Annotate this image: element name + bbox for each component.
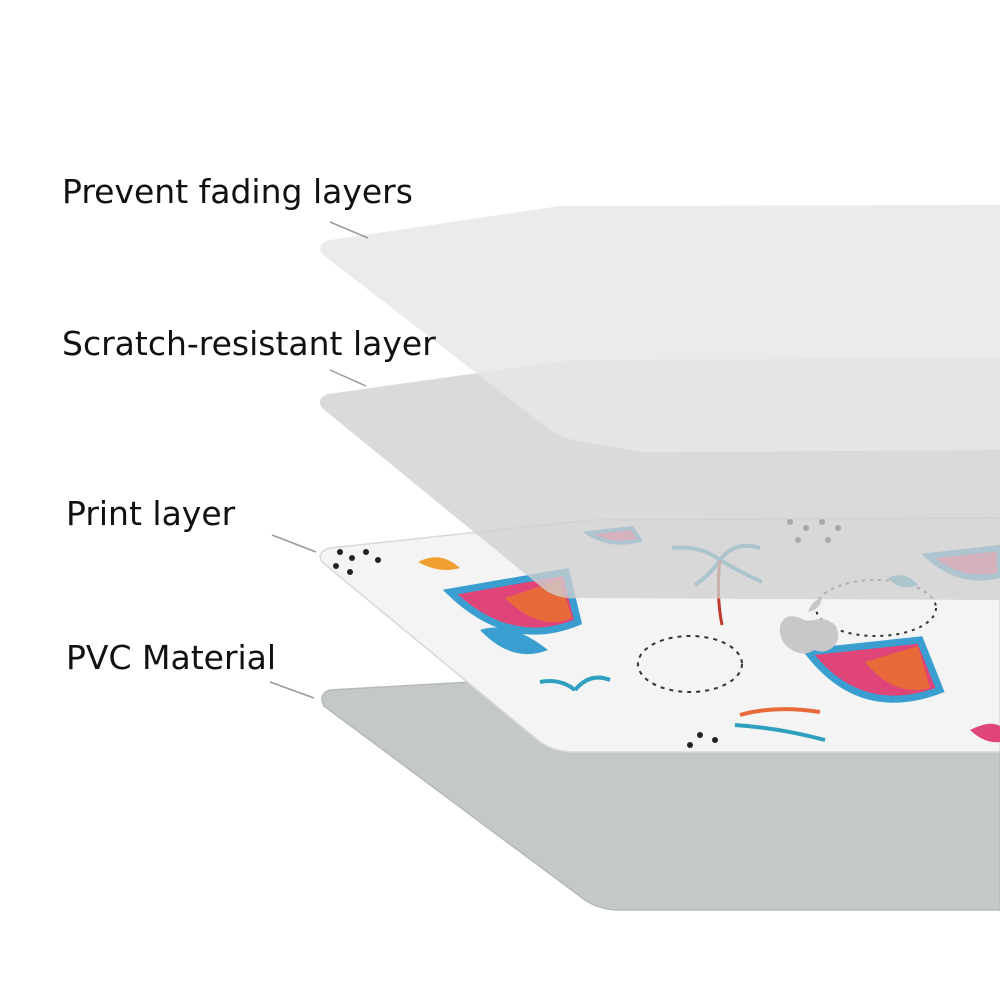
leader-line-pvc	[269, 681, 315, 699]
leader-line-scratch	[329, 369, 367, 387]
label-scratch-resistant: Scratch-resistant layer	[62, 324, 436, 363]
label-print-layer: Print layer	[66, 494, 236, 533]
squiggle-blob	[637, 635, 743, 693]
leader-line-print	[271, 534, 317, 553]
leader-line-fading	[329, 221, 369, 239]
squiggle-blob	[815, 579, 937, 637]
label-pvc-material: PVC Material	[66, 638, 277, 677]
fading-layer	[320, 205, 1000, 452]
label-prevent-fading: Prevent fading layers	[62, 172, 413, 211]
apple-logo-icon	[779, 598, 839, 654]
